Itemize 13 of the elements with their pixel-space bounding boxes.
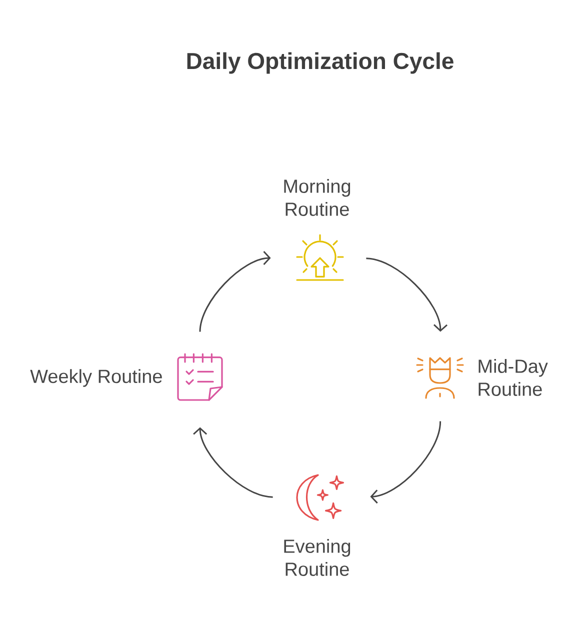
sun-icon <box>296 234 344 281</box>
node-label: Morning Routine <box>284 179 350 216</box>
calendar-icon <box>177 353 223 401</box>
arrow <box>370 421 442 504</box>
arrow <box>366 258 448 332</box>
arrow <box>193 427 273 498</box>
arrow <box>199 251 271 332</box>
person-icon <box>416 357 464 399</box>
node-label: Mid-Day Routine <box>478 359 548 396</box>
moon-icon <box>296 474 344 521</box>
node-label: Evening Routine <box>284 539 350 576</box>
node-label: Weekly Routine <box>30 369 162 387</box>
title: Daily Optimization Cycle <box>187 52 454 74</box>
